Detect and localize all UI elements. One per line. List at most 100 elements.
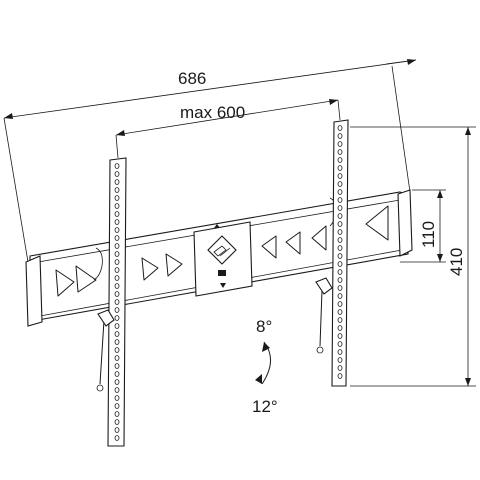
arrowhead-left: [4, 113, 13, 119]
tilt-up-label: 8°: [256, 317, 272, 336]
tilt-indicator: 8° 12°: [252, 317, 278, 416]
mounting-hole: [114, 339, 120, 345]
mounting-hole: [114, 171, 120, 177]
mounting-hole: [114, 163, 120, 169]
mounting-hole: [114, 275, 120, 281]
mounting-hole: [114, 251, 120, 257]
mounting-hole: [337, 197, 343, 203]
mounting-hole: [337, 213, 343, 219]
chevron-arrow-icon: [75, 265, 97, 293]
dimension-heights: 410 110: [350, 126, 476, 387]
mounting-hole: [114, 291, 120, 297]
dim-label-110: 110: [419, 221, 438, 248]
screw-head-icon: [96, 384, 104, 392]
mounting-hole: [337, 277, 343, 283]
mounting-hole: [114, 195, 120, 201]
mounting-hole: [337, 261, 343, 267]
up-arrow-icon: [214, 224, 220, 228]
extension-line-right-top: [385, 59, 417, 65]
tilt-down-label: 12°: [252, 397, 278, 416]
mounting-hole: [337, 269, 343, 275]
mounting-hole: [114, 243, 120, 249]
mounting-hole: [337, 237, 343, 243]
chevron-arrow-icon: [261, 235, 277, 259]
chevron-arrow-icon: [285, 231, 301, 255]
mounting-hole: [337, 325, 343, 331]
mounting-hole: [337, 229, 343, 235]
mounting-hole: [337, 357, 343, 363]
mounting-hole: [337, 149, 343, 155]
mounting-hole: [114, 259, 120, 265]
mounting-hole: [337, 189, 343, 195]
dim-line-600: [115, 99, 339, 136]
dim-label-410: 410: [447, 248, 466, 276]
mounting-hole: [337, 341, 343, 347]
right-safety-screw: [319, 289, 323, 347]
mounting-hole: [114, 211, 120, 217]
mounting-hole: [114, 267, 120, 273]
chevron-arrow-icon: [165, 253, 183, 277]
mounting-hole: [337, 245, 343, 251]
mounting-hole: [114, 427, 120, 433]
left-hook: [93, 247, 103, 281]
dimension-max-vesa: max 600: [115, 99, 341, 159]
arrowhead-110-bottom: [437, 254, 443, 262]
extension-line-600-left: [115, 134, 119, 159]
rail-right-end-cap: [397, 189, 413, 257]
mounting-hole: [114, 411, 120, 417]
mounting-hole: [114, 235, 120, 241]
rail-left-end-cap: [25, 255, 43, 327]
mounting-hole: [114, 203, 120, 209]
left-lock-clip: [97, 309, 115, 327]
mounting-hole: [337, 141, 343, 147]
mounting-hole: [114, 347, 120, 353]
right-arm-holes: [337, 125, 343, 379]
screw-head-icon: [316, 346, 324, 354]
mounting-hole: [337, 365, 343, 371]
extension-line-left: [3, 117, 29, 263]
tilt-up-arrow-icon: [262, 342, 270, 352]
mounting-hole: [337, 301, 343, 307]
mounting-hole: [337, 125, 343, 131]
mounting-hole: [114, 179, 120, 185]
mounting-hole: [337, 317, 343, 323]
mounting-hole: [114, 331, 120, 337]
mounting-hole: [337, 221, 343, 227]
dim-label-686: 686: [178, 69, 206, 88]
mounting-hole: [337, 165, 343, 171]
logo-marker: [218, 270, 226, 276]
mounting-hole: [114, 283, 120, 289]
mounting-hole: [114, 435, 120, 441]
right-vertical-arm: [315, 119, 349, 387]
mounting-hole: [337, 253, 343, 259]
mounting-hole: [114, 363, 120, 369]
dim-line-686: [3, 59, 417, 119]
chevron-arrow-icon: [311, 225, 327, 251]
mounting-hole: [114, 307, 120, 313]
chevron-arrow-icon: [55, 269, 75, 297]
mounting-hole: [114, 387, 120, 393]
mounting-hole: [337, 293, 343, 299]
mounting-hole: [114, 323, 120, 329]
arrowhead-left-600: [116, 130, 125, 136]
arrowhead-410-top: [465, 127, 471, 135]
tilt-down-arrow-icon: [255, 374, 262, 384]
mounting-hole: [114, 299, 120, 305]
left-arm-holes: [114, 163, 120, 441]
left-vertical-arm: [96, 157, 127, 447]
mounting-hole: [114, 419, 120, 425]
mounting-hole: [337, 349, 343, 355]
mounting-hole: [114, 219, 120, 225]
mounting-hole: [114, 379, 120, 385]
extension-line-right: [391, 65, 411, 193]
mounting-hole: [337, 373, 343, 379]
center-plate: [193, 221, 253, 297]
mounting-hole: [337, 205, 343, 211]
mounting-hole: [337, 157, 343, 163]
mounting-hole: [337, 285, 343, 291]
mounting-hole: [337, 309, 343, 315]
mounting-hole: [114, 187, 120, 193]
dimension-overall-width: 686: [3, 59, 417, 263]
